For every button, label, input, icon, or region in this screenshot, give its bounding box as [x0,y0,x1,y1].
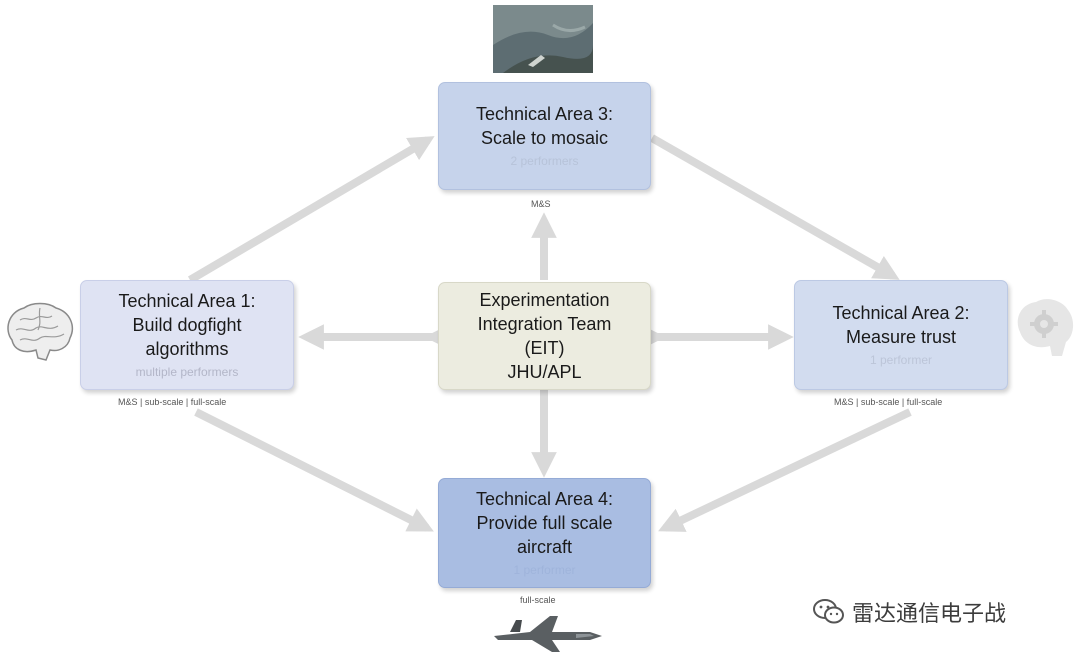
eit-line3: (EIT) [524,338,565,358]
technical-area-2-box: Technical Area 2: Measure trust 1 perfor… [794,280,1008,390]
ta1-title-line2: Build dogfight [132,315,242,335]
eit-line1: Experimentation [479,290,610,310]
ta4-title-line3: aircraft [516,537,572,557]
eit-line2: Integration Team [477,314,612,334]
eit-box: Experimentation Integration Team (EIT) J… [438,282,651,390]
ta2-title-line1: Technical Area 2: [832,303,970,323]
ta2-title-line2: Measure trust [845,327,957,347]
ta4-scale-label: full-scale [520,595,556,605]
brain-icon [7,302,74,361]
ta3-title-line2: Scale to mosaic [480,128,609,148]
brain-gear-icon [1017,299,1074,356]
arrow-ta3-to-ta2 [650,134,900,280]
ta2-performers: 1 performer [869,353,933,367]
arrow-ta1-to-ta4 [194,408,434,532]
ta4-performers: 1 performer [513,563,576,577]
watermark-text: 雷达通信电子战 [852,602,1007,627]
eit-line4: JHU/APL [507,362,582,382]
ta4-title-line1: Technical Area 4: [475,489,614,509]
fighter-jet-icon [494,616,602,652]
wechat-icon [813,599,844,624]
technical-area-3-box: Technical Area 3: Scale to mosaic 2 perf… [438,82,651,190]
ta4-title-line2: Provide full scale [476,513,613,533]
arrow-ta2-to-ta4 [658,408,912,532]
ta3-title-line1: Technical Area 3: [475,104,614,124]
arrow-ta1-to-ta3 [187,136,435,284]
ta1-title-line3: algorithms [145,339,229,359]
ta3-performers: 2 performers [510,154,579,168]
ta2-scale-label: M&S | sub-scale | full-scale [834,397,943,407]
ta1-scale-label: M&S | sub-scale | full-scale [118,397,227,407]
ta1-performers: multiple performers [135,365,239,379]
technical-area-1-box: Technical Area 1: Build dogfight algorit… [80,280,294,390]
aerial-photo-icon [493,5,593,73]
technical-area-4-box: Technical Area 4: Provide full scale air… [438,478,651,588]
watermark: 雷达通信电子战 [812,596,1006,628]
ta1-title-line1: Technical Area 1: [118,291,256,311]
ta3-scale-label: M&S [531,199,551,209]
